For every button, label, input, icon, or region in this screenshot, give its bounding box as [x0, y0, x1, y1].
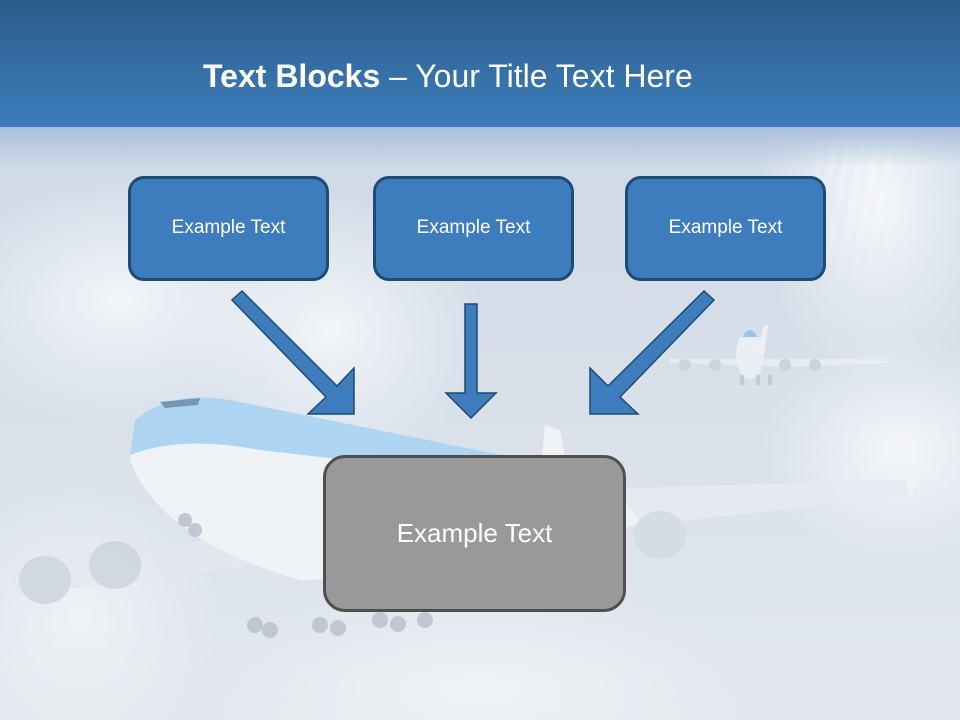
center-text-block-label: Example Text	[396, 518, 553, 548]
text-block-1-label: Example Text	[171, 216, 286, 238]
sun-rays	[800, 140, 960, 390]
title-bold: Text Blocks	[203, 58, 381, 94]
text-block-2-label: Example Text	[416, 216, 531, 238]
title-dash: –	[380, 58, 416, 94]
text-block-3-label: Example Text	[668, 216, 783, 238]
center-text-block[interactable]: Example Text	[323, 455, 626, 612]
title-banner	[0, 0, 960, 127]
slide-title[interactable]: Text Blocks – Your Title Text Here	[203, 52, 693, 100]
title-rest: Your Title Text Here	[415, 58, 693, 94]
text-block-1[interactable]: Example Text	[128, 176, 329, 281]
text-block-3[interactable]: Example Text	[625, 176, 826, 281]
text-block-2[interactable]: Example Text	[373, 176, 574, 281]
banner-fade	[0, 127, 960, 167]
